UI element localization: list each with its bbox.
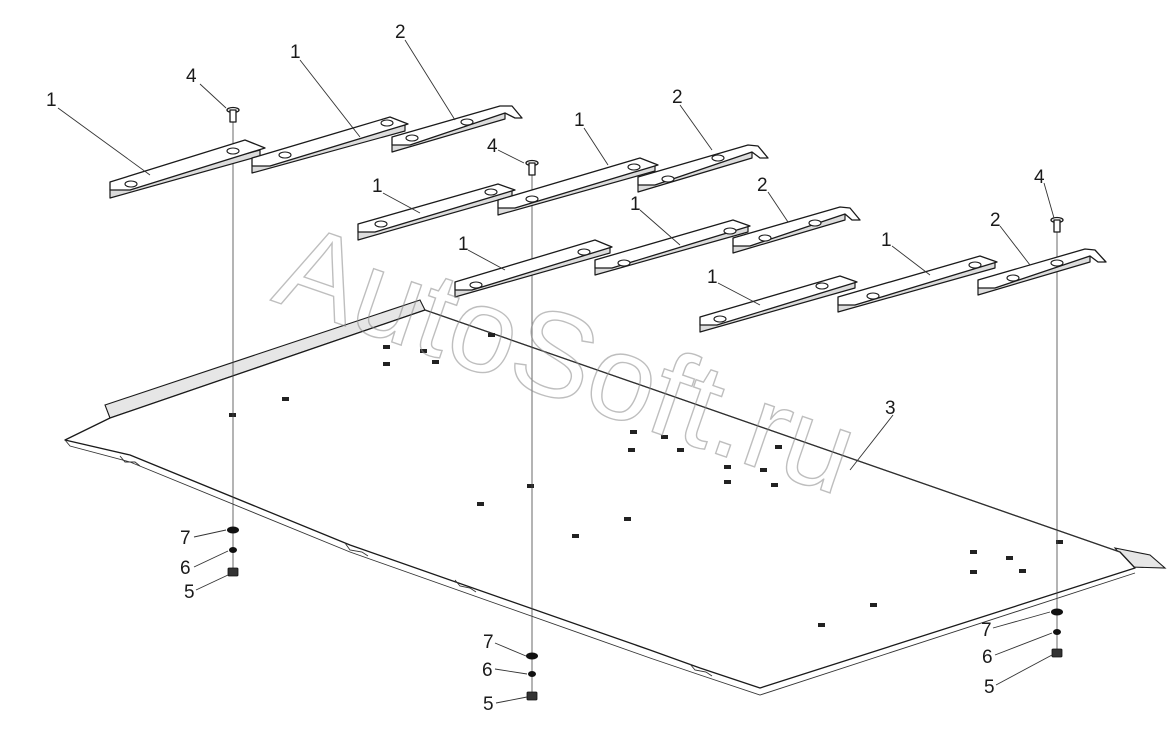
callout-labels: 1 1 2 4 1 2 4 1 1 2 1 1 2 4 1 3 7 6 5 7 … [46, 22, 1045, 715]
bracket-d [977, 248, 1107, 296]
bolt-b [525, 159, 539, 176]
strap-e [454, 239, 613, 298]
straps-part-1 [109, 116, 998, 333]
callout-6: 6 [482, 660, 493, 681]
strap-f [594, 219, 751, 276]
callout-1: 1 [372, 176, 383, 197]
callout-6: 6 [180, 558, 191, 579]
bracket-b [637, 144, 769, 193]
fasteners-right [1051, 608, 1063, 658]
callout-7: 7 [483, 632, 494, 653]
end-brackets-part-2 [391, 105, 1107, 296]
bolt-a [226, 106, 240, 123]
callout-1: 1 [630, 194, 641, 215]
callout-7: 7 [180, 528, 191, 549]
callout-1: 1 [458, 234, 469, 255]
callout-4: 4 [1034, 167, 1045, 188]
bracket-a [391, 105, 523, 153]
callout-3: 3 [885, 398, 896, 419]
callout-1: 1 [574, 110, 585, 131]
strap-g [699, 275, 858, 333]
callout-5: 5 [184, 582, 195, 603]
strap-d [497, 157, 659, 216]
callout-2: 2 [395, 22, 406, 43]
bolt-c [1050, 216, 1064, 233]
callout-1: 1 [707, 267, 718, 288]
fasteners-left [227, 526, 239, 577]
strap-c [357, 183, 516, 241]
leader-lines [57, 39, 1055, 704]
strap-a [109, 139, 266, 199]
callout-2: 2 [990, 210, 1001, 231]
callout-4: 4 [186, 66, 197, 87]
callout-5: 5 [984, 677, 995, 698]
fasteners-middle [526, 652, 538, 701]
sheet-mounting-slots [229, 333, 1063, 627]
strap-b [251, 116, 409, 174]
callout-5: 5 [483, 694, 494, 715]
callout-6: 6 [982, 647, 993, 668]
bolts-part-4 [226, 106, 1064, 233]
floor-sheet-part-3 [64, 299, 1167, 696]
callout-7: 7 [981, 620, 992, 641]
callout-1: 1 [290, 42, 301, 63]
callout-1: 1 [46, 90, 57, 111]
callout-1: 1 [881, 230, 892, 251]
callout-4: 4 [487, 136, 498, 157]
bracket-c [732, 206, 861, 254]
strap-h [837, 255, 998, 313]
callout-2: 2 [757, 175, 768, 196]
callout-2: 2 [672, 87, 683, 108]
